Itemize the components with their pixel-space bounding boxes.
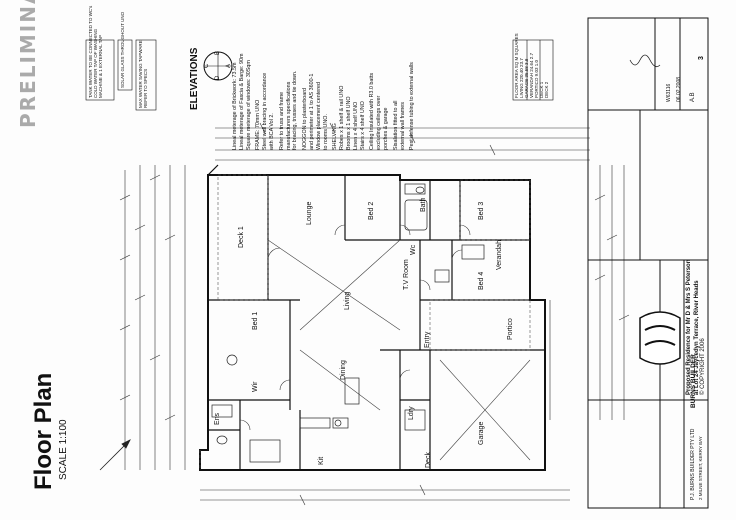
area-table: FLOOR AREA SQ M SQUARES LIVING 220.40 23… xyxy=(514,33,549,98)
room-entry: Entry xyxy=(424,331,431,348)
elevations-heading: ELEVATIONS xyxy=(189,47,200,110)
signature xyxy=(629,54,661,68)
elevation-marker-c: C xyxy=(204,63,210,68)
drawing-title: Floor Plan xyxy=(30,372,57,490)
room-lounge: Lounge xyxy=(306,201,313,225)
preliminary-watermark: PRELIMINARY xyxy=(16,0,40,128)
copyright: © COPYRIGHT 2006 xyxy=(700,338,706,395)
room-bath: Bath xyxy=(420,197,427,212)
drawing-scale: SCALE 1:100 xyxy=(58,419,69,480)
drawing-scale-code: A.B xyxy=(690,92,696,102)
door-swings xyxy=(239,224,471,431)
room-tv: T.V Room xyxy=(403,259,410,290)
drawing-date: 06.02.2008 xyxy=(676,76,682,102)
elevation-marker-d: D xyxy=(215,75,221,80)
company-name: P.J. BURNS BUILDER PTY LTD xyxy=(690,428,696,500)
dimension-lines-sides xyxy=(124,165,625,470)
room-living: Living xyxy=(344,291,351,310)
room-kit: Kit xyxy=(318,456,325,465)
room-ldry: Ldry xyxy=(408,406,415,420)
title-block-frame xyxy=(587,17,709,509)
room-deck1: Deck 1 xyxy=(238,226,245,248)
project-address: at Lot 24 Jaycedyn Terrace, River Heads xyxy=(694,280,700,395)
deck-outlines xyxy=(199,174,531,470)
external-walls xyxy=(199,174,546,471)
room-garage: Garage xyxy=(478,421,485,445)
north-arrow xyxy=(99,439,131,471)
company-logo xyxy=(639,311,681,365)
room-wc: Wc xyxy=(410,244,417,255)
room-ens: Ens xyxy=(214,412,221,425)
room-portico: Portico xyxy=(507,318,514,340)
company-details: 2 MILNE STREET, KERRY BAY xyxy=(698,436,703,500)
sheet-number: 3 xyxy=(698,56,705,60)
room-bed1: Bed 1 xyxy=(252,311,259,330)
dimension-lines-top xyxy=(200,127,590,501)
dimension-ticks xyxy=(119,122,630,506)
area-table-grid xyxy=(512,39,554,101)
room-verandah: Verandah xyxy=(496,240,503,270)
fixtures xyxy=(211,183,485,463)
room-bed2: Bed 2 xyxy=(368,201,375,220)
room-wir: Wir xyxy=(252,381,259,393)
room-dining: Dining xyxy=(340,360,347,380)
energy-note-glass: SOLAR GLASS THROUGHOUT UNO xyxy=(120,11,125,88)
ceiling-lines xyxy=(267,239,531,461)
job-number: W63116 xyxy=(666,83,672,102)
room-deck: Deck xyxy=(425,452,432,468)
room-bed3: Bed 3 xyxy=(478,201,485,220)
energy-note-boxes xyxy=(85,39,157,111)
elevation-marker-group xyxy=(203,51,233,81)
room-bed4: Bed 4 xyxy=(478,271,485,290)
elevation-marker-b: B xyxy=(215,50,221,55)
project-title: Proposed Residence for Mr D & Mrs S Pete… xyxy=(686,259,692,395)
